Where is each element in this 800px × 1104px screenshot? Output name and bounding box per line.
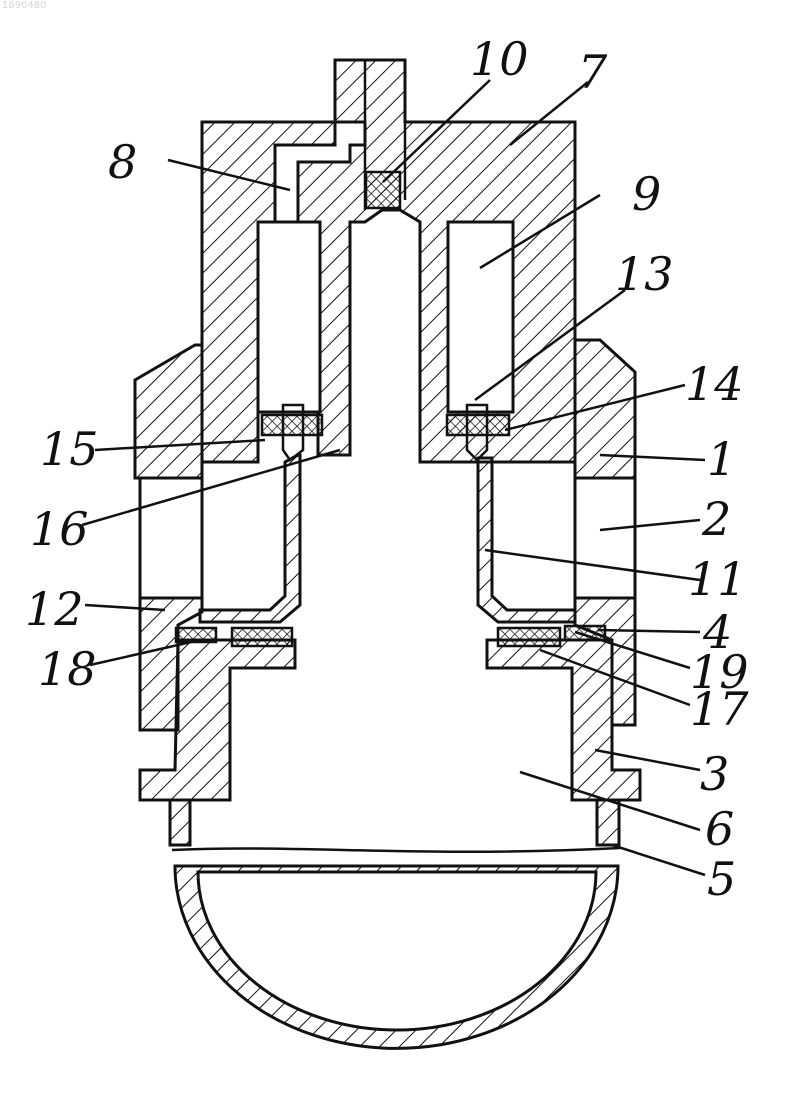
- label-2: 2: [701, 492, 731, 546]
- label-16: 16: [30, 502, 89, 556]
- screw-left: [262, 415, 322, 435]
- window-left: [140, 478, 202, 598]
- label-1: 1: [707, 432, 736, 486]
- label-11: 11: [688, 552, 747, 606]
- screw-right: [447, 415, 509, 435]
- label-13: 13: [615, 247, 674, 301]
- tube-stub-right: [597, 800, 619, 845]
- label-3: 3: [700, 747, 729, 801]
- label-6: 6: [705, 802, 734, 856]
- label-10: 10: [470, 32, 529, 86]
- label-8: 8: [108, 135, 137, 189]
- valve-insert: [366, 172, 400, 208]
- label-9: 9: [632, 167, 661, 221]
- label-12: 12: [25, 582, 84, 636]
- left-chamber: [258, 222, 320, 412]
- seal-ring-19: [565, 626, 605, 640]
- label-19: 19: [690, 645, 749, 699]
- label-18: 18: [38, 642, 97, 696]
- window-right: [575, 478, 635, 598]
- label-15: 15: [40, 422, 99, 476]
- tube-stub-left: [170, 800, 190, 845]
- right-chamber: [448, 222, 513, 412]
- funnel-wall: [200, 455, 575, 622]
- label-5: 5: [707, 852, 736, 906]
- outer-ring-left: [135, 345, 202, 478]
- label-7: 7: [578, 45, 608, 99]
- label-14: 14: [685, 357, 744, 411]
